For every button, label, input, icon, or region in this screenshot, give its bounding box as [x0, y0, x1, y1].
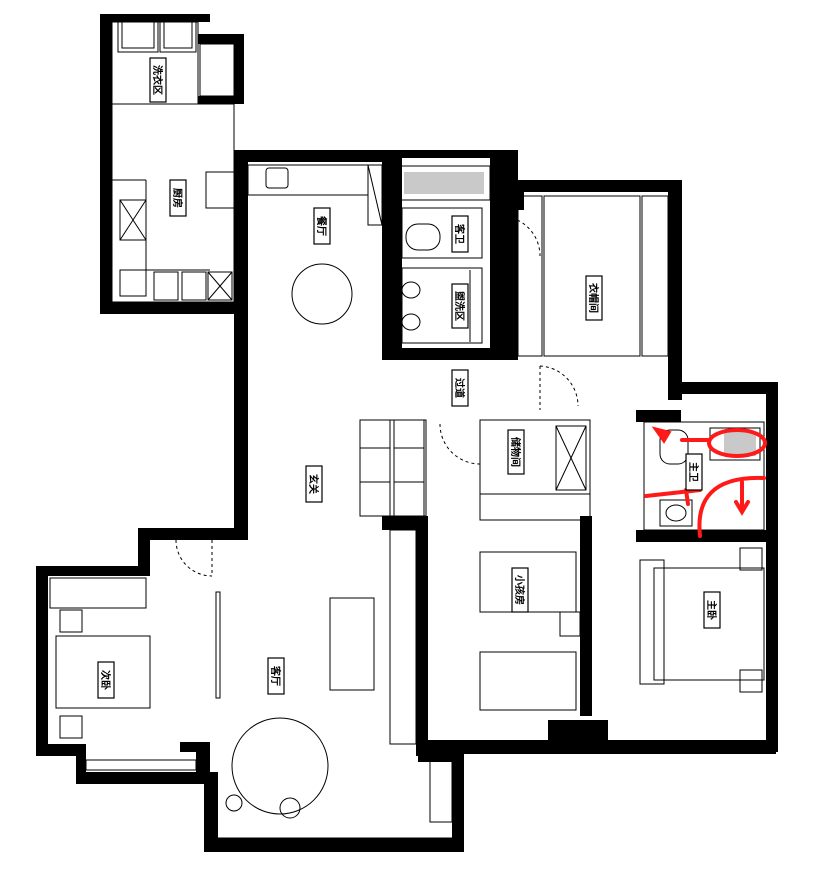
label-kitchen: 厨房 [169, 179, 187, 217]
label-laundry: 洗衣区 [149, 57, 167, 103]
svg-text:洗衣区: 洗衣区 [151, 65, 164, 95]
svg-text:主卧: 主卧 [705, 600, 718, 620]
label-living-room: 客厅 [267, 657, 285, 695]
interior-lines [49, 17, 767, 845]
svg-text:客卫: 客卫 [453, 223, 466, 244]
label-cloakroom: 衣帽间 [585, 275, 603, 321]
label-small-bedroom: 小孩房 [511, 567, 529, 613]
walls [36, 14, 778, 852]
tile-areas [404, 172, 756, 456]
svg-text:餐厅: 餐厅 [315, 215, 328, 236]
svg-text:小孩房: 小孩房 [513, 574, 526, 605]
svg-text:衣帽间: 衣帽间 [587, 283, 600, 313]
label-wash-area: 盥洗区 [451, 283, 469, 329]
label-master-bedroom: 主卧 [703, 591, 721, 629]
red-annotations [644, 426, 767, 538]
svg-text:盥洗区: 盥洗区 [453, 291, 466, 321]
label-second-bedroom: 次卧 [97, 661, 115, 699]
label-master-bath: 主卫 [685, 453, 703, 491]
svg-text:主卫: 主卫 [687, 462, 700, 482]
room-labels: 洗衣区 厨房 餐厅 客卫 盥洗区 衣帽间 过道 玄关 [97, 57, 721, 699]
svg-text:厨房: 厨房 [171, 188, 184, 208]
label-entrance: 玄关 [305, 465, 323, 503]
label-dining: 餐厅 [313, 207, 331, 245]
svg-text:过道: 过道 [453, 378, 466, 398]
label-corridor: 过道 [451, 369, 469, 407]
door-swings [175, 215, 579, 577]
label-guest-bath: 客卫 [451, 215, 469, 253]
svg-text:储物间: 储物间 [509, 436, 522, 467]
label-storage: 储物间 [507, 429, 525, 475]
svg-text:次卧: 次卧 [99, 670, 112, 690]
svg-text:玄关: 玄关 [307, 474, 320, 494]
svg-text:客厅: 客厅 [269, 665, 282, 686]
